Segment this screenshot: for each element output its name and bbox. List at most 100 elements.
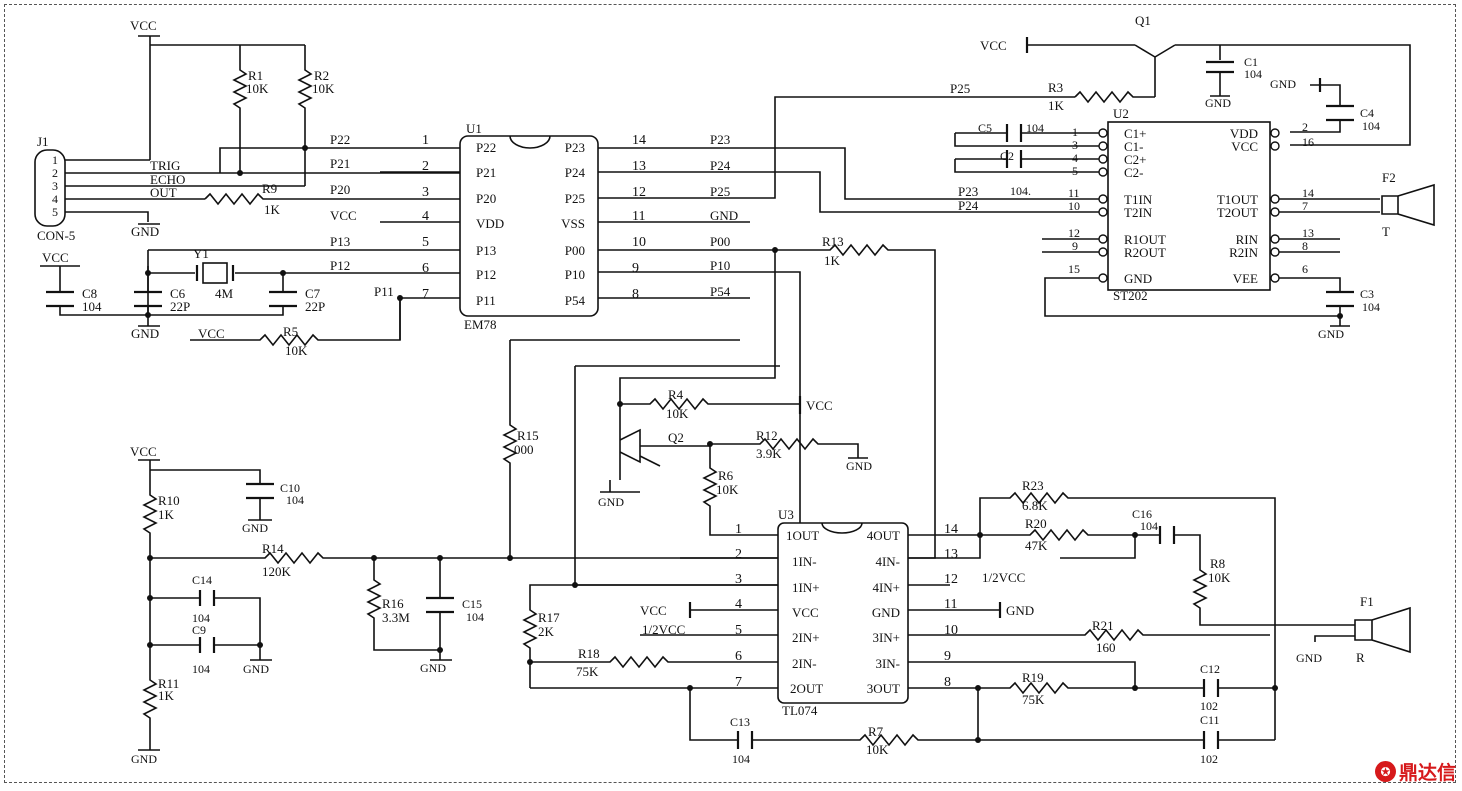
r2-value: 10K bbox=[312, 81, 335, 96]
gnd-u3-label: GND bbox=[1006, 603, 1034, 618]
u1-pin-p54: P54 bbox=[565, 293, 586, 308]
u2-pinno-16: 16 bbox=[1302, 135, 1314, 149]
c6-value: 22P bbox=[170, 299, 190, 314]
gnd-r12-label: GND bbox=[846, 459, 872, 473]
u2-pinno-14: 14 bbox=[1302, 186, 1314, 200]
vcc-top-label: VCC bbox=[130, 18, 157, 33]
r14-value: 120K bbox=[262, 564, 292, 579]
gnd-r11-label: GND bbox=[131, 752, 157, 766]
u3-pin-1inp: 1IN+ bbox=[792, 580, 820, 595]
r5-ref: R5 bbox=[283, 324, 298, 339]
u1-net-left-5: P13 bbox=[330, 234, 350, 249]
r6-ref: R6 bbox=[718, 468, 734, 483]
r23-ref: R23 bbox=[1022, 478, 1044, 493]
u3-pinno-11: 11 bbox=[944, 597, 957, 612]
c7-ref: C7 bbox=[305, 286, 321, 301]
r8-ref: R8 bbox=[1210, 556, 1225, 571]
r13-ref: R13 bbox=[822, 234, 844, 249]
c9-value: 104 bbox=[192, 662, 210, 676]
u2-pinno-15: 15 bbox=[1068, 262, 1080, 276]
u1-pin-p20: P20 bbox=[476, 191, 496, 206]
u3-ref: U3 bbox=[778, 507, 794, 522]
vcc-r5-label: VCC bbox=[198, 326, 225, 341]
r21-value: 160 bbox=[1096, 640, 1116, 655]
connector-j1: J1 CON-5 1 2 3 4 5 TRIG ECHO OUT GND bbox=[34, 134, 305, 243]
c1-ref: C1 bbox=[1244, 55, 1258, 69]
u2-pin-vdd: VDD bbox=[1230, 126, 1258, 141]
u1-net-left-6: P12 bbox=[330, 258, 350, 273]
u2-pinno-5: 5 bbox=[1072, 164, 1078, 178]
u1-pinno-4: 4 bbox=[422, 209, 429, 224]
c16-ref: C16 bbox=[1132, 507, 1152, 521]
half-vcc-u3-left: 1/2VCC bbox=[642, 622, 685, 637]
u1-pinno-9: 9 bbox=[632, 261, 639, 276]
u3-pinno-4: 4 bbox=[735, 597, 742, 612]
f2-ref: F2 bbox=[1382, 170, 1396, 185]
c5-ref: C5 bbox=[978, 121, 992, 135]
r12-value: 3.9K bbox=[756, 446, 782, 461]
p25-net-q1: P25 bbox=[950, 81, 970, 96]
u1-pin-p22: P22 bbox=[476, 140, 496, 155]
j1-pin-3: 3 bbox=[52, 179, 58, 193]
u2-net-p23: P23 bbox=[958, 184, 978, 199]
c12-ref: C12 bbox=[1200, 662, 1220, 676]
r8-value: 10K bbox=[1208, 570, 1231, 585]
u2-pin-c1p: C1+ bbox=[1124, 126, 1147, 141]
echo-label: ECHO bbox=[150, 172, 185, 187]
gnd-q2-label: GND bbox=[598, 495, 624, 509]
u3-pinno-8: 8 bbox=[944, 675, 951, 690]
u3-pin-3inm: 3IN- bbox=[875, 656, 900, 671]
r16-value: 3.3M bbox=[382, 610, 410, 625]
watermark-logo: ✪ 鼎达信 bbox=[1374, 758, 1456, 785]
u2-pinno-3: 3 bbox=[1072, 138, 1078, 152]
u1-pin-p21: P21 bbox=[476, 165, 496, 180]
u1-pinno-7: 7 bbox=[422, 287, 429, 302]
r16-ref: R16 bbox=[382, 596, 404, 611]
u1-pin-p00: P00 bbox=[565, 243, 585, 258]
c3-ref: C3 bbox=[1360, 287, 1374, 301]
u1-pin-p25: P25 bbox=[565, 191, 585, 206]
u2-pin-t2out: T2OUT bbox=[1217, 205, 1258, 220]
u2-pin-t1in: T1IN bbox=[1124, 192, 1153, 207]
u2-pinno-9: 9 bbox=[1072, 239, 1078, 253]
u1-net-left-2: P21 bbox=[330, 156, 350, 171]
c13-ref: C13 bbox=[730, 715, 750, 729]
c4-ref: C4 bbox=[1360, 106, 1374, 120]
u1-pin-p24: P24 bbox=[565, 165, 586, 180]
c16-value: 104 bbox=[1140, 519, 1158, 533]
u1-net-right-6: P10 bbox=[710, 258, 730, 273]
c10-value: 104 bbox=[286, 493, 304, 507]
y1-value: 4M bbox=[215, 286, 234, 301]
u1-net-right-7: P54 bbox=[710, 284, 731, 299]
c9-ref: C9 bbox=[192, 623, 206, 637]
j1-ref: J1 bbox=[37, 134, 49, 149]
u2-pin-vcc: VCC bbox=[1231, 139, 1258, 154]
c7-value: 22P bbox=[305, 299, 325, 314]
u3-pinno-12: 12 bbox=[944, 572, 958, 587]
pullup-resistors: VCC R1 10K R2 10K R9 1K bbox=[130, 18, 460, 217]
u1-pinno-14: 14 bbox=[632, 133, 646, 148]
vcc-q1-label: VCC bbox=[980, 38, 1007, 53]
r6-value: 10K bbox=[716, 482, 739, 497]
u2-pin-t2in: T2IN bbox=[1124, 205, 1153, 220]
out-label: OUT bbox=[150, 185, 177, 200]
u3-pin-3inp: 3IN+ bbox=[872, 630, 900, 645]
u2-pin-rin: RIN bbox=[1236, 232, 1259, 247]
gnd-f1-label: GND bbox=[1296, 651, 1322, 665]
u1-pinno-2: 2 bbox=[422, 159, 429, 174]
r3-ref: R3 bbox=[1048, 80, 1063, 95]
c14-ref: C14 bbox=[192, 573, 212, 587]
c11-value: 102 bbox=[1200, 752, 1218, 766]
u2-pin-gnd: GND bbox=[1124, 271, 1152, 286]
q1-label: Q1 bbox=[1135, 13, 1151, 28]
u1-net-left-7: P11 bbox=[374, 284, 394, 299]
u2-pinno-4: 4 bbox=[1072, 151, 1078, 165]
j1-pin-5: 5 bbox=[52, 205, 58, 219]
u1-pinno-13: 13 bbox=[632, 159, 646, 174]
r7-value: 10K bbox=[866, 742, 889, 757]
r12-ref: R12 bbox=[756, 428, 778, 443]
u3-pinno-9: 9 bbox=[944, 649, 951, 664]
trig-label: TRIG bbox=[150, 158, 180, 173]
u2-pinno-11: 11 bbox=[1068, 186, 1080, 200]
